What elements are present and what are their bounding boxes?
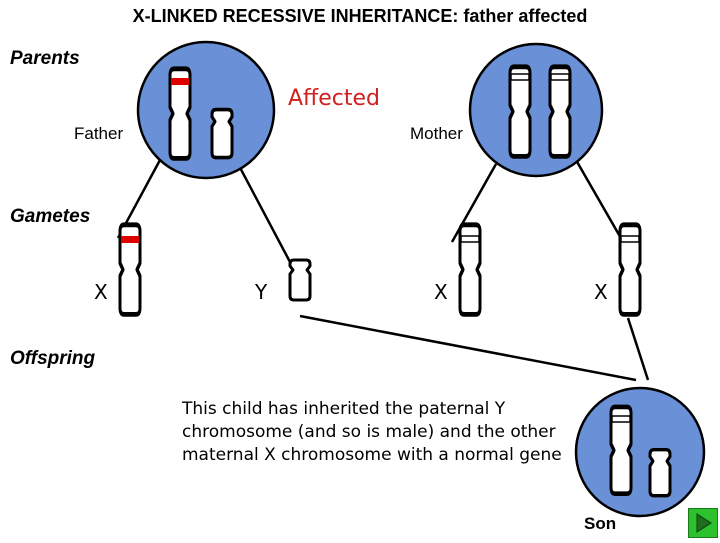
line-father-to-y (234, 159, 292, 263)
page-title: X-LINKED RECESSIVE INHERITANCE: father a… (132, 6, 588, 26)
gamete-y-paternal (288, 258, 312, 302)
father-label: Father (74, 124, 124, 143)
section-label-parents: Parents (10, 48, 80, 69)
next-slide-button[interactable] (688, 508, 718, 538)
gamete-label-x-maternal-1: X (434, 280, 448, 304)
gamete-label-x-maternal-2: X (594, 280, 608, 304)
father-cell (136, 40, 276, 180)
section-label-gametes: Gametes (10, 206, 91, 227)
mother-label: Mother (410, 124, 463, 143)
line-y-to-son (299, 314, 637, 382)
father-y-chromosome (210, 107, 234, 160)
son-y-chromosome (648, 447, 672, 498)
affected-label: Affected (288, 86, 380, 111)
mother-cell (468, 42, 604, 178)
gamete-label-x-paternal: X (94, 280, 108, 304)
play-arrow-icon (688, 508, 718, 538)
gamete-label-y: Y (255, 280, 268, 304)
son-label: Son (584, 514, 617, 533)
son-cell (574, 386, 706, 518)
explanation-note: This child has inherited the paternal Y … (182, 399, 562, 465)
line-mother-to-x2 (574, 159, 624, 241)
line-x-to-son (626, 317, 650, 381)
gamete-affected-allele (121, 236, 139, 243)
section-label-offspring: Offspring (10, 348, 96, 369)
father-affected-allele (171, 78, 189, 85)
